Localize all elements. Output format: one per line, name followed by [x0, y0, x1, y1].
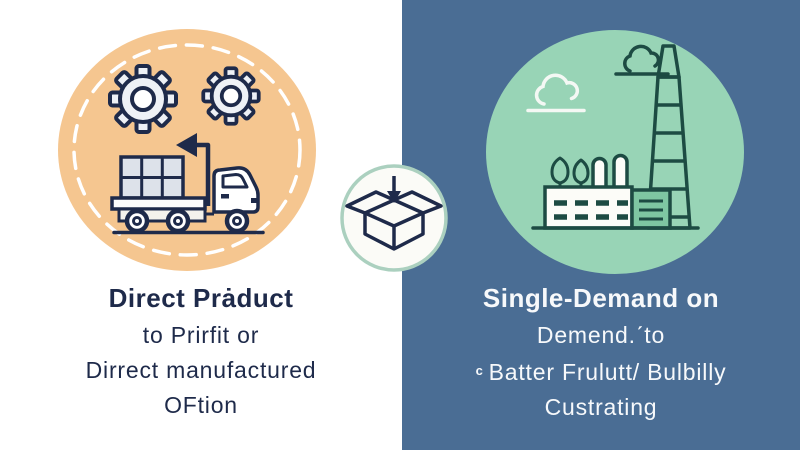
arrow-left-icon — [176, 133, 211, 206]
left-line-3: Dirrect manufactured — [85, 357, 317, 383]
roof-pipes-icon — [591, 153, 629, 188]
gear-icon — [108, 64, 178, 134]
right-line-2: Demend.ˊto — [536, 322, 666, 348]
left-caption-block: Direct Prȧduct to Prirfit or Dirrect man… — [0, 282, 402, 423]
badge-circle — [340, 164, 448, 272]
right-caption-block: Single-Demand on Demend.ˊto c Batter Frul… — [402, 282, 800, 425]
factory-illustration — [486, 30, 744, 274]
factory-building-icon — [543, 185, 634, 230]
wheel-icon — [124, 208, 250, 234]
left-line-2: to Prirfit or — [142, 322, 260, 348]
right-line-4: Custrating — [544, 394, 658, 420]
center-badge — [340, 164, 448, 272]
dashed-circle-border — [72, 43, 302, 257]
open-box-arrow-down-icon — [345, 176, 443, 251]
left-title: Direct Prȧduct — [108, 283, 294, 313]
stray-glyph: c — [475, 363, 484, 378]
cloud-icon — [526, 73, 586, 113]
crate-stack-icon — [119, 155, 185, 200]
truck-icon — [110, 166, 265, 235]
production-illustration — [58, 29, 316, 271]
right-line-3-text: Batter Frulutt/ Bulbilly — [488, 359, 727, 385]
right-title: Single-Demand on — [482, 283, 720, 313]
trees-icon — [550, 156, 590, 189]
side-building-icon — [630, 188, 672, 230]
right-line-3: c Batter Frulutt/ Bulbilly — [402, 353, 800, 390]
gear-icon — [201, 66, 261, 126]
green-circle — [486, 30, 744, 274]
left-line-4: OFtion — [164, 392, 238, 418]
